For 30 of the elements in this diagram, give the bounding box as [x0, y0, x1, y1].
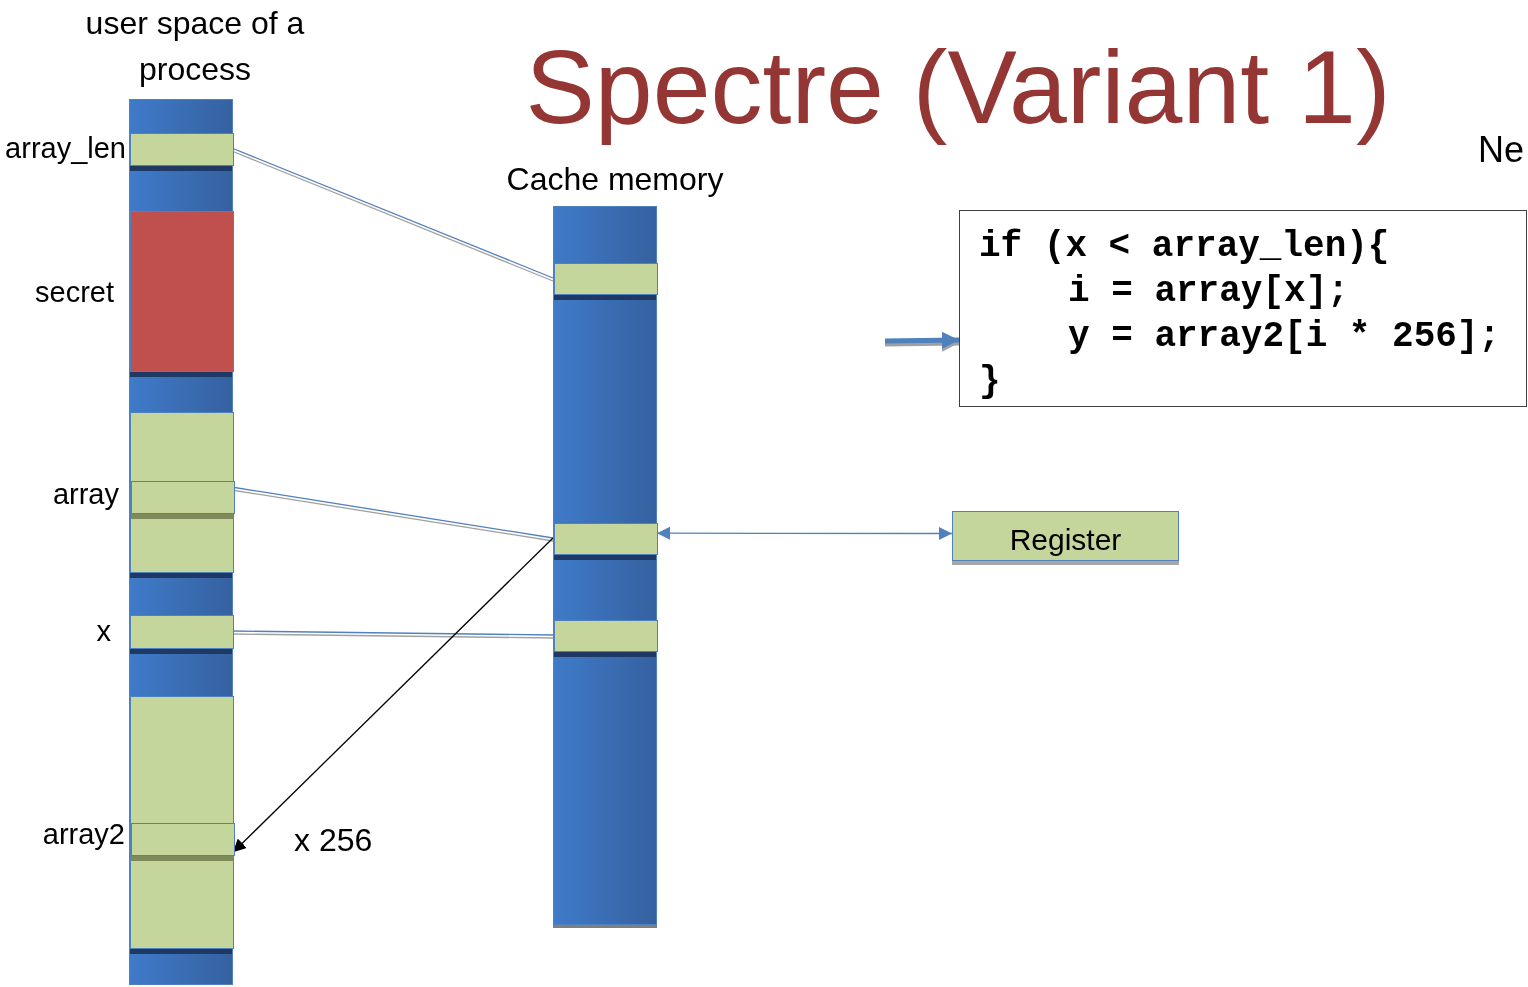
register-label: Register [1009, 522, 1122, 558]
arrow [884, 331, 960, 349]
column-heading: user space of a process [84, 4, 306, 89]
secret-block [130, 211, 234, 372]
connector-line [232, 147, 554, 279]
multiplier-label: x 256 [294, 821, 373, 860]
memory-slot [130, 133, 234, 166]
arrow [656, 526, 953, 540]
memory-slot [131, 481, 235, 514]
memory-label: array_len [4, 131, 126, 166]
memory-label: array [51, 477, 119, 512]
memory-slot [554, 263, 658, 295]
code-line: y = array2[i * 256]; [1068, 315, 1501, 359]
cut-off-text: Ne [1478, 128, 1525, 172]
title: Spectre (Variant 1) [524, 28, 1392, 147]
code-line: } [979, 360, 1001, 404]
memory-slot [131, 823, 235, 856]
memory-slot [130, 412, 234, 573]
memory-slot [554, 523, 658, 555]
memory-label: secret [34, 275, 114, 310]
memory-slot [130, 696, 234, 949]
memory-slot [130, 615, 234, 649]
code-line: if (x < array_len){ [979, 225, 1390, 269]
code-box [959, 210, 1527, 407]
memory-label: array2 [41, 817, 125, 852]
memory-label: x [95, 614, 111, 649]
connector-line [232, 630, 554, 636]
column-heading: Cache memory [505, 160, 725, 199]
code-line: i = array[x]; [1068, 270, 1349, 314]
memory-slot [554, 620, 658, 652]
